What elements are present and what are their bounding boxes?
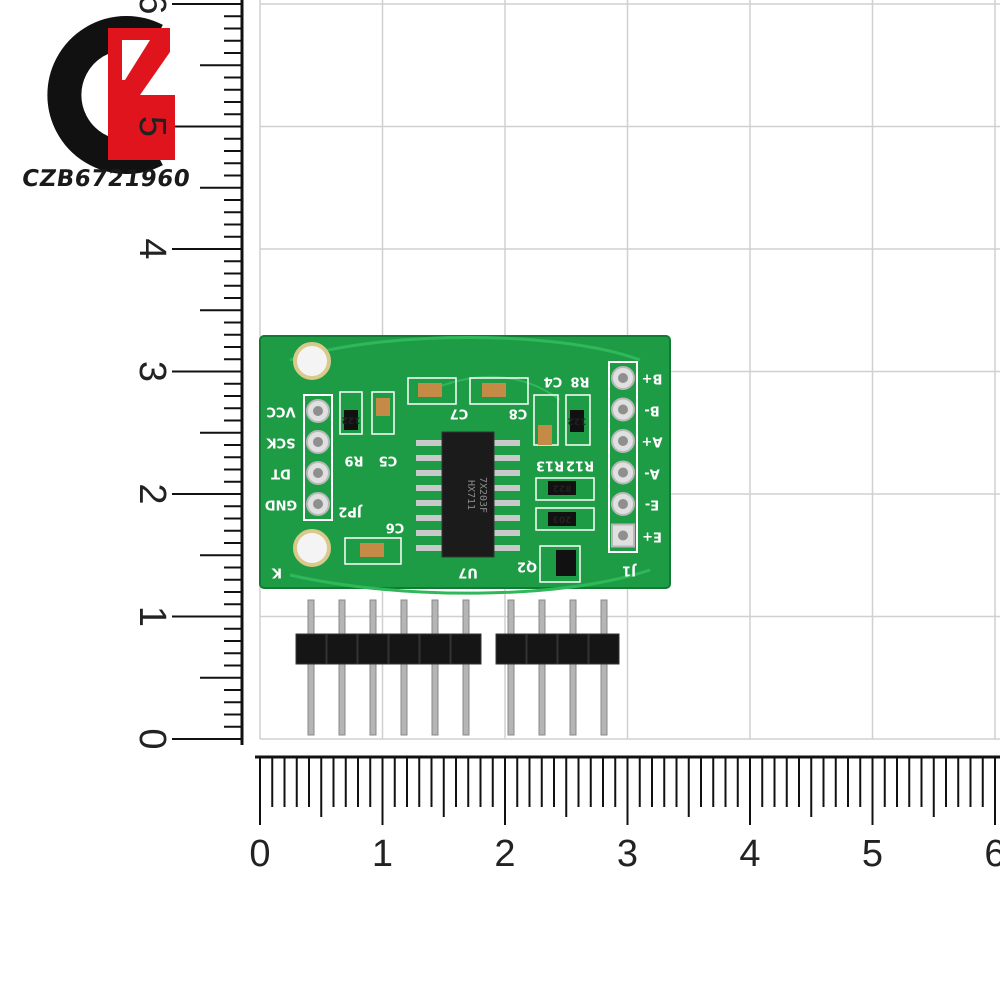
header-pin — [338, 599, 346, 736]
pin-spacer — [295, 633, 327, 665]
component-label: Q2 — [517, 559, 537, 574]
header-pin — [600, 599, 608, 736]
chip-leg — [416, 485, 444, 491]
header-pin — [431, 599, 439, 736]
component-label: R9 — [344, 453, 363, 468]
pin-spacer — [557, 633, 589, 665]
chip-leg — [416, 530, 444, 536]
resistor-code: 122 — [568, 416, 587, 426]
horizontal-ruler — [255, 755, 1000, 825]
horizontal-ruler-label: 0 — [249, 833, 270, 875]
vertical-ruler-label: 3 — [131, 361, 173, 382]
resistor-code: 122 — [342, 415, 361, 425]
left-header-name: JP2 — [338, 504, 362, 519]
vertical-ruler-label: 1 — [131, 606, 173, 627]
component-label: C7 — [450, 406, 469, 421]
right-pin-label: B- — [644, 403, 659, 418]
brand-logo — [47, 16, 175, 174]
resistor-code: 203 — [553, 514, 572, 524]
header-pins — [295, 599, 620, 736]
horizontal-ruler-label: 3 — [617, 833, 638, 875]
pin-spacer — [357, 633, 389, 665]
horizontal-ruler-label: 4 — [739, 833, 760, 875]
component-label: R8 — [570, 374, 589, 389]
component-label: C8 — [509, 406, 528, 421]
chip-leg — [492, 515, 520, 521]
vertical-ruler-label: 4 — [131, 238, 173, 259]
pin-spacer — [495, 633, 527, 665]
horizontal-ruler-label: 1 — [372, 833, 393, 875]
right-header-name: J1 — [622, 563, 637, 578]
pin-spacer — [450, 633, 482, 665]
pin-spacer — [526, 633, 558, 665]
header-pin — [538, 599, 546, 736]
left-pin-label: SCK — [266, 435, 296, 450]
chip-leg — [492, 440, 520, 446]
right-pin-label: E+ — [642, 529, 662, 544]
right-pin-label: E- — [645, 497, 659, 512]
horizontal-ruler-label: 6 — [984, 833, 1000, 875]
hx711-chip: HX711 7X203F — [416, 431, 520, 558]
chip-marking-2: 7X203F — [477, 477, 488, 513]
chip-leg — [492, 530, 520, 536]
vertical-ruler-label: 0 — [131, 728, 173, 749]
header-pin — [462, 599, 470, 736]
header-pin — [507, 599, 515, 736]
chip-leg — [492, 455, 520, 461]
vertical-ruler-label: 2 — [131, 483, 173, 504]
chip-leg — [416, 545, 444, 551]
resistor-code: 822 — [553, 483, 572, 493]
chip-leg — [416, 440, 444, 446]
right-pin-label: B+ — [642, 371, 663, 386]
left-pin-label: DT — [271, 466, 291, 481]
left-pin-label: GND — [265, 497, 298, 512]
right-pin-label: A+ — [642, 434, 663, 449]
chip-leg — [416, 455, 444, 461]
watermark-text: CZB6721960 — [20, 166, 192, 192]
pin-spacer — [588, 633, 620, 665]
horizontal-ruler-label: 2 — [494, 833, 515, 875]
header-pin — [569, 599, 577, 736]
horizontal-ruler-label: 5 — [862, 833, 883, 875]
chip-marking: HX711 — [465, 480, 476, 510]
pin-spacer — [326, 633, 358, 665]
header-pin — [400, 599, 408, 736]
component-label: C5 — [379, 453, 398, 468]
chip-leg — [492, 470, 520, 476]
chip-leg — [492, 545, 520, 551]
chip-leg — [492, 500, 520, 506]
vertical-ruler-label: 6 — [131, 0, 173, 15]
chip-leg — [416, 500, 444, 506]
left-pin-label: VCC — [266, 404, 295, 419]
right-pin-label: A- — [644, 466, 659, 481]
component-label: K — [271, 565, 282, 580]
mount-hole — [293, 342, 331, 380]
silkscreen-labels: VCC SCK DT GND JP2 B+ B- A+ A- E- E+ J1 U7 R9 C5 C7 C8 R8… — [265, 371, 663, 580]
component-label: C6 — [386, 520, 405, 535]
chip-designator: U7 — [458, 565, 478, 580]
header-pin — [307, 599, 315, 736]
mount-hole — [293, 529, 331, 567]
pin-spacer — [388, 633, 420, 665]
chip-leg — [416, 515, 444, 521]
pin-spacer — [419, 633, 451, 665]
chip-leg — [416, 470, 444, 476]
component-label: R13 — [536, 458, 564, 473]
vertical-ruler-label: 5 — [131, 116, 173, 137]
chip-leg — [492, 485, 520, 491]
component-label: R12 — [566, 458, 594, 473]
vertical-ruler — [172, 0, 244, 745]
vertical-ruler-labels: 0 1 2 3 4 5 6 — [131, 0, 173, 750]
header-pin — [369, 599, 377, 736]
component-label: C4 — [544, 374, 563, 389]
horizontal-ruler-labels: 0 1 2 3 4 5 6 — [249, 833, 1000, 875]
